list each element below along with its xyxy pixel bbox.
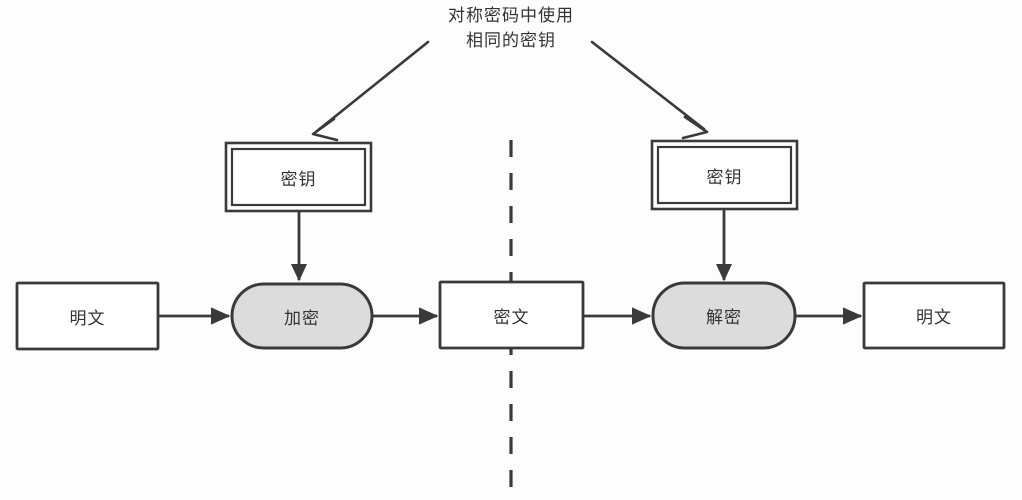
plaintext-right-shape — [862, 281, 1006, 350]
key-box-right-shape — [650, 139, 799, 211]
encrypt-shape — [230, 282, 374, 350]
ciphertext-shape — [438, 280, 585, 350]
caption-line-2: 相同的密钥 — [466, 31, 556, 51]
decrypt-shape — [651, 281, 797, 350]
caption-arrow-right — [590, 40, 709, 140]
plaintext-left-shape — [15, 281, 160, 351]
caption-line-1: 对称密码中使用 — [448, 6, 574, 26]
key-box-left-shape — [224, 141, 373, 213]
caption-arrow-left — [311, 40, 430, 142]
diagram-caption: 对称密码中使用 相同的密钥 — [411, 4, 611, 54]
